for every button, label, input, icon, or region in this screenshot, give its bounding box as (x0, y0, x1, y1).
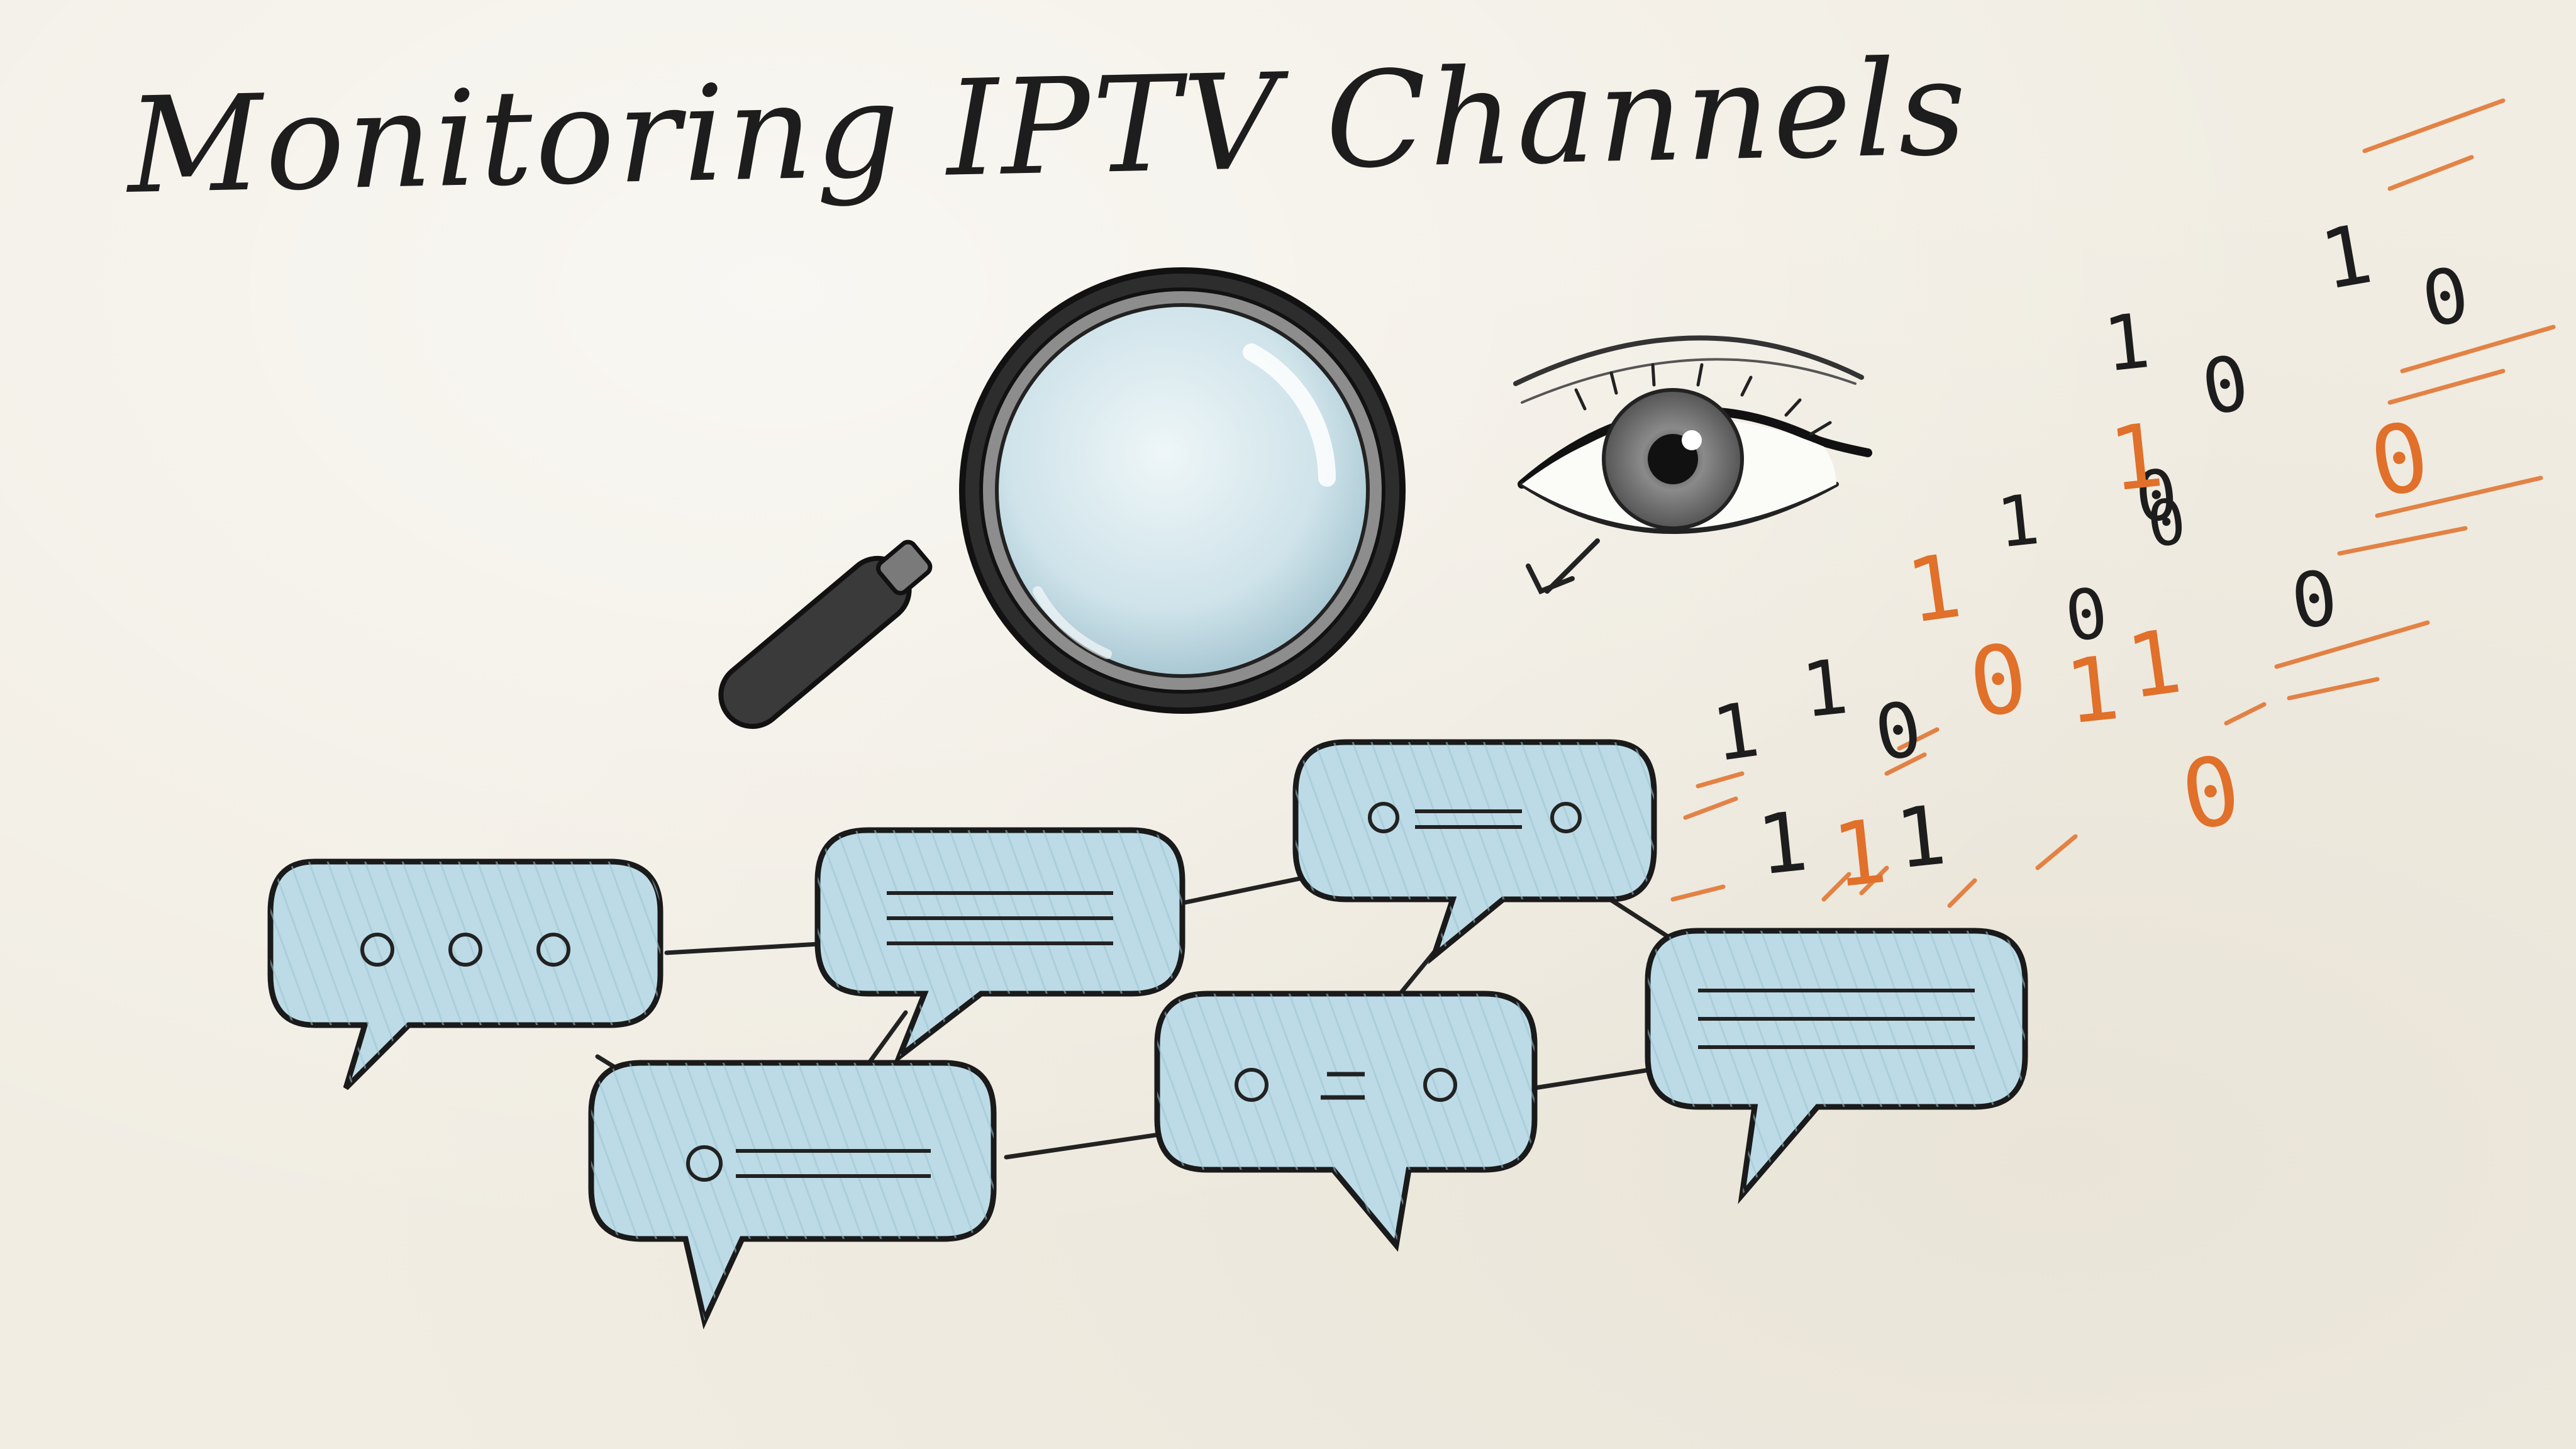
network-link (1532, 1067, 1657, 1091)
speech-bubble-icon (267, 858, 663, 1091)
eye-icon (1513, 335, 1872, 595)
network-link (1167, 872, 1323, 908)
binary-digit: 1 (1901, 535, 1967, 644)
speech-bubble-icon (814, 827, 1185, 1065)
binary-digit: 1 (1891, 787, 1950, 887)
binary-digit: 1 (2100, 297, 2154, 389)
binary-digit: 1 (1828, 801, 1892, 908)
motion-streaks (1670, 98, 2556, 908)
magnifying-glass-icon (718, 267, 1406, 729)
binary-digit: 0 (2196, 339, 2255, 433)
binary-digit: 1 (1707, 686, 1765, 779)
binary-digit: 0 (2286, 554, 2343, 647)
speech-bubble-icon (588, 1060, 997, 1330)
speech-bubble-icon (1154, 991, 1538, 1252)
binary-digit: 0 (2131, 454, 2181, 538)
speech-bubble-network (267, 739, 2028, 1330)
binary-digit: 1 (2061, 637, 2124, 745)
binary-digit: 1 (1798, 643, 1852, 735)
binary-digit: 0 (2362, 401, 2437, 519)
binary-digit: 0 (1963, 623, 2035, 740)
binary-digit: 1 (1753, 793, 1812, 893)
binary-digit: 1 (2105, 404, 2168, 512)
binary-digit: 0 (2174, 735, 2248, 852)
binary-digit: 1 (2314, 206, 2379, 308)
speech-bubble-icon (1645, 928, 2028, 1204)
binary-digit: 0 (1868, 685, 1928, 779)
binary-digit: 1 (2121, 611, 2187, 719)
binary-digit: 0 (2416, 251, 2475, 345)
binary-digit: 1 (1993, 479, 2043, 564)
network-link (664, 941, 833, 955)
speech-bubble-icon (1292, 739, 1657, 965)
network-link (1004, 1130, 1179, 1160)
